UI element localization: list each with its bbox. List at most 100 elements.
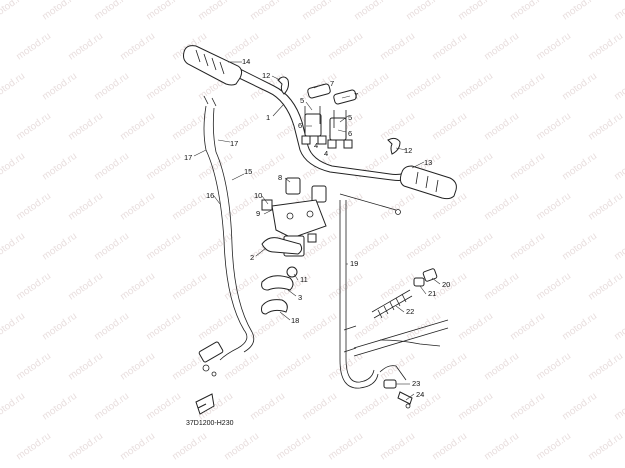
watermark-text: motod.ru bbox=[352, 391, 391, 423]
watermark-text: motod.ru bbox=[456, 0, 495, 22]
clamp-part[interactable] bbox=[261, 299, 288, 315]
callout-19: 19 bbox=[350, 259, 358, 268]
watermark-text: motod.ru bbox=[0, 231, 27, 263]
clutch-cable-part[interactable] bbox=[339, 193, 449, 389]
callout-17a: 17 bbox=[184, 153, 192, 162]
watermark-text: motod.ru bbox=[66, 431, 105, 463]
watermark-text: motod.ru bbox=[274, 351, 313, 383]
callout-17b: 17 bbox=[230, 139, 238, 148]
watermark-text: motod.ru bbox=[430, 351, 469, 383]
watermark-text: motod.ru bbox=[170, 111, 209, 143]
spring-part[interactable] bbox=[371, 289, 413, 319]
callout-11: 11 bbox=[300, 275, 308, 284]
watermark-text: motod.ru bbox=[222, 111, 261, 143]
watermark-text: motod.ru bbox=[248, 391, 287, 423]
watermark-text: motod.ru bbox=[378, 431, 417, 463]
watermark-text: motod.ru bbox=[612, 0, 625, 22]
watermark-text: motod.ru bbox=[0, 311, 27, 343]
cable-end-part[interactable] bbox=[379, 339, 441, 409]
watermark-text: motod.ru bbox=[456, 71, 495, 103]
callout-6a: 6 bbox=[298, 121, 302, 130]
callout-2: 2 bbox=[250, 253, 254, 262]
watermark-text: motod.ru bbox=[170, 271, 209, 303]
watermark-text: motod.ru bbox=[14, 351, 53, 383]
watermark-text: motod.ru bbox=[612, 391, 625, 423]
watermark-text: motod.ru bbox=[430, 431, 469, 463]
watermark-text: motod.ru bbox=[508, 311, 547, 343]
watermark-text: motod.ru bbox=[456, 311, 495, 343]
callout-12a: 12 bbox=[262, 71, 270, 80]
band-part[interactable] bbox=[261, 275, 294, 291]
watermark-text: motod.ru bbox=[0, 391, 27, 423]
watermark-text: motod.ru bbox=[118, 31, 157, 63]
watermark-text: motod.ru bbox=[222, 271, 261, 303]
watermark-text: motod.ru bbox=[378, 271, 417, 303]
watermark-text: motod.ru bbox=[170, 431, 209, 463]
callout-13: 13 bbox=[424, 158, 432, 167]
callout-14: 14 bbox=[242, 57, 250, 66]
watermark-text: motod.ru bbox=[560, 0, 599, 22]
bracket-part[interactable] bbox=[261, 237, 303, 255]
callout-22: 22 bbox=[406, 307, 414, 316]
watermark-text: motod.ru bbox=[482, 431, 521, 463]
left-grip-part[interactable] bbox=[183, 45, 243, 86]
watermark-text: motod.ru bbox=[534, 191, 573, 223]
adjuster-part[interactable] bbox=[413, 268, 438, 287]
watermark-text: motod.ru bbox=[144, 71, 183, 103]
nut-part[interactable] bbox=[286, 266, 298, 278]
figure-code: 37D1200-H230 bbox=[186, 420, 234, 427]
callout-labels: 14 12 1 7 7 5 5 6 6 4 4 12 13 8 10 9 2 1… bbox=[184, 57, 450, 399]
callout-8: 8 bbox=[278, 173, 282, 182]
watermark-text: motod.ru bbox=[508, 231, 547, 263]
callout-15: 15 bbox=[244, 167, 252, 176]
watermark-text: motod.ru bbox=[274, 431, 313, 463]
watermark-text: motod.ru bbox=[508, 71, 547, 103]
watermark-text: motod.ru bbox=[404, 231, 443, 263]
upper-holder-left-part[interactable] bbox=[301, 83, 331, 145]
watermark-text: motod.ru bbox=[144, 311, 183, 343]
watermark-text: motod.ru bbox=[14, 271, 53, 303]
watermark-text: motod.ru bbox=[560, 391, 599, 423]
throttle-cable-part[interactable] bbox=[198, 95, 255, 377]
watermark-text: motod.ru bbox=[118, 191, 157, 223]
watermark-text: motod.ru bbox=[534, 351, 573, 383]
watermark-text: motod.ru bbox=[40, 0, 79, 22]
watermark-text: motod.ru bbox=[534, 431, 573, 463]
right-grip-part[interactable] bbox=[399, 165, 457, 200]
callout-6b: 6 bbox=[348, 129, 352, 138]
watermark-text: motod.ru bbox=[40, 71, 79, 103]
watermark-text: motod.ru bbox=[456, 391, 495, 423]
watermark-text: motod.ru bbox=[326, 31, 365, 63]
watermark-text: motod.ru bbox=[66, 191, 105, 223]
watermark-text: motod.ru bbox=[482, 111, 521, 143]
clip-left-part[interactable] bbox=[277, 76, 289, 95]
watermark-text: motod.ru bbox=[300, 231, 339, 263]
clip-right-part[interactable] bbox=[387, 137, 401, 155]
watermark-text: motod.ru bbox=[0, 151, 27, 183]
callout-3: 3 bbox=[298, 293, 302, 302]
watermark-text: motod.ru bbox=[586, 351, 625, 383]
leader-lines bbox=[193, 61, 441, 401]
watermark-text: motod.ru bbox=[118, 351, 157, 383]
watermark-text: motod.ru bbox=[92, 231, 131, 263]
watermark-text: motod.ru bbox=[586, 31, 625, 63]
watermark-text: motod.ru bbox=[404, 0, 443, 22]
watermark-text: motod.ru bbox=[352, 231, 391, 263]
watermark-text: motod.ru bbox=[274, 31, 313, 63]
callout-5a: 5 bbox=[300, 96, 304, 105]
callout-12b: 12 bbox=[404, 146, 412, 155]
callout-4a: 4 bbox=[314, 141, 318, 150]
watermark-text: motod.ru bbox=[66, 271, 105, 303]
callout-20: 20 bbox=[442, 280, 450, 289]
watermark-text: motod.ru bbox=[586, 191, 625, 223]
watermark-text: motod.ru bbox=[482, 31, 521, 63]
watermark-text: motod.ru bbox=[560, 71, 599, 103]
watermark-text: motod.ru bbox=[92, 311, 131, 343]
watermark-text: motod.ru bbox=[92, 391, 131, 423]
watermark-text: motod.ru bbox=[92, 151, 131, 183]
watermark-text: motod.ru bbox=[248, 0, 287, 22]
watermark-text: motod.ru bbox=[118, 431, 157, 463]
watermark-text: motod.ru bbox=[378, 351, 417, 383]
watermark-text: motod.ru bbox=[300, 311, 339, 343]
watermark-text: motod.ru bbox=[144, 151, 183, 183]
